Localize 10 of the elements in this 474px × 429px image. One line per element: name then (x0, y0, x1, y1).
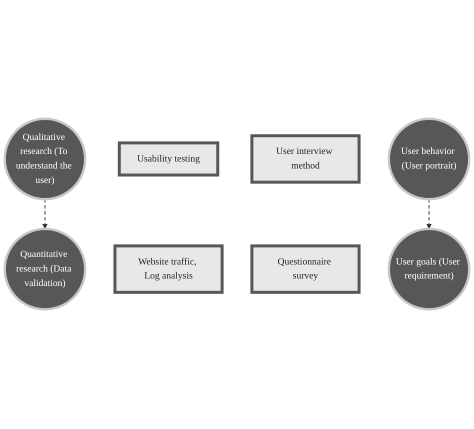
node-box: User interview method (250, 134, 361, 184)
arrow (426, 199, 432, 230)
node-circle: Quantitative research (Data validation) (4, 228, 86, 311)
node-circle: User goals (User requirement) (388, 228, 470, 311)
node-box: Questionnaire survey (250, 244, 361, 294)
node-circle: User behavior (User portrait) (388, 118, 470, 201)
arrow (42, 199, 48, 230)
node-box: Usability testing (118, 142, 220, 177)
node-circle: Qualitative research (To understand the user) (4, 118, 86, 201)
node-box: Website traffic, Log analysis (113, 244, 224, 294)
